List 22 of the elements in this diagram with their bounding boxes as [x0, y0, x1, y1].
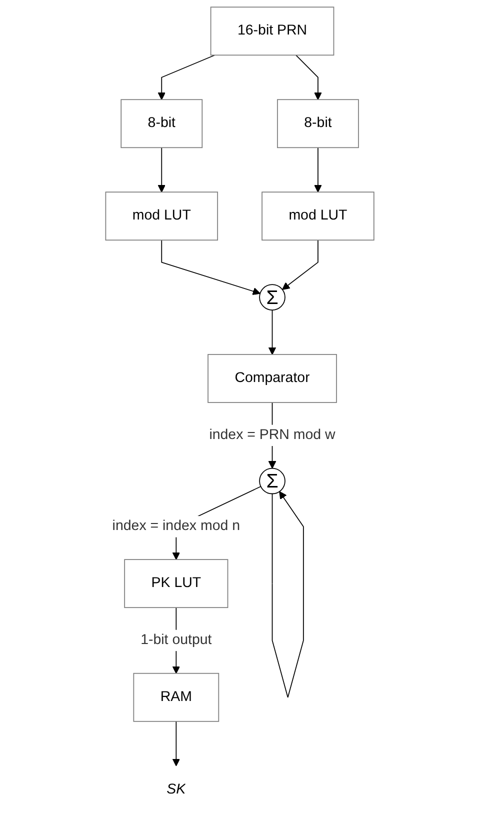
arrow — [157, 54, 215, 100]
arrow — [272, 491, 304, 698]
arrow — [157, 147, 166, 192]
arrow — [282, 240, 318, 290]
node-circle: Σ — [258, 468, 286, 494]
arrow — [268, 310, 276, 355]
edge-label: index = index mod n — [112, 518, 240, 534]
node-box: Comparator — [207, 354, 337, 403]
node-box: 8-bit — [120, 99, 202, 148]
node-box: RAM — [132, 672, 219, 722]
node-box: mod LUT — [104, 192, 218, 241]
arrow — [160, 240, 260, 296]
arrow — [314, 147, 322, 192]
node-box: 16-bit PRN — [210, 6, 334, 56]
edge-label: 1-bit output — [140, 632, 212, 648]
node-box: PK LUT — [124, 559, 228, 608]
node-box: mod LUT — [261, 192, 374, 241]
node-circle: Σ — [258, 284, 286, 310]
edge-label: index = PRN mod w — [208, 427, 336, 443]
node-box: 8-bit — [276, 99, 359, 148]
arrow — [172, 720, 180, 766]
arrow — [295, 54, 322, 100]
